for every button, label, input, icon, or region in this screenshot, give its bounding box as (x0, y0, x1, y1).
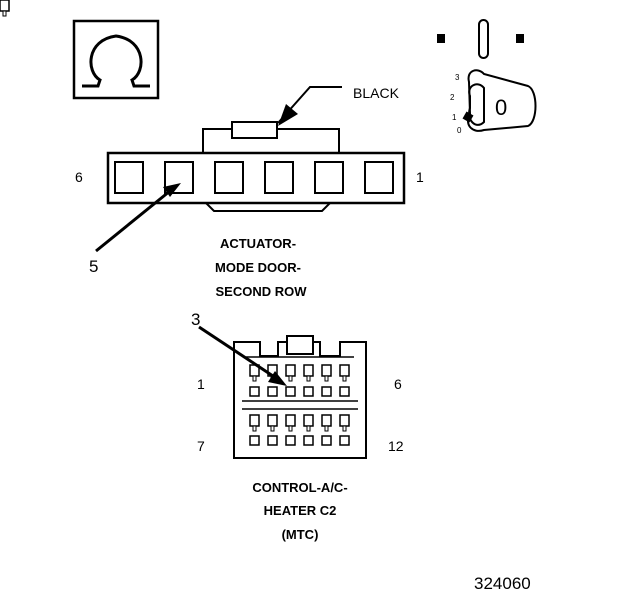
position-marker (462, 111, 474, 123)
wire-color-callout: BLACK (277, 85, 400, 126)
callout-3-number: 3 (191, 310, 200, 329)
ohmmeter-symbol (72, 19, 160, 100)
control-pin-label-12: 12 (388, 438, 404, 454)
callout-5-arrowhead (163, 183, 181, 197)
cavity-2 (314, 161, 344, 194)
control-title-line-1: CONTROL-A/C- (252, 480, 347, 495)
ignition-position-1: 1 (452, 113, 457, 122)
pin-label-right: 1 (416, 169, 424, 185)
connector-latch (231, 121, 278, 139)
control-pin-label-6: 6 (394, 376, 402, 392)
leader-arrowhead (278, 104, 298, 126)
control-title-line-2: HEATER C2 (264, 503, 337, 518)
control-pin-label-7: 7 (197, 438, 205, 454)
control-pin-label-1: 1 (197, 376, 205, 392)
cavity-1 (364, 161, 394, 194)
ohmmeter-box (72, 19, 160, 100)
ignition-slot (478, 19, 489, 59)
control-connector: 1 6 7 12 (0, 0, 404, 459)
pin-label-left: 6 (75, 169, 83, 185)
callout-3: 3 (191, 310, 287, 386)
ohm-icon (82, 34, 150, 88)
control-title-line-3: (MTC) (282, 527, 319, 542)
actuator-title-line-2: MODE DOOR- (215, 260, 301, 275)
key-label: 0 (495, 95, 507, 120)
connector-body (106, 151, 406, 205)
ignition-indicator-right (516, 34, 524, 43)
wire-color-label: BLACK (353, 85, 400, 101)
actuator-connector: 6 1 (75, 121, 424, 212)
callout-5-number: 5 (89, 257, 98, 276)
ignition-position-0: 0 (457, 126, 462, 135)
actuator-title: ACTUATOR- MODE DOOR- SECOND ROW (215, 236, 307, 299)
ignition-position-2: 2 (450, 93, 455, 102)
connector-bottom-lip (205, 202, 331, 212)
figure-number: 324060 (474, 574, 531, 593)
control-terminals-top (0, 0, 10, 17)
control-title: CONTROL-A/C- HEATER C2 (MTC) (252, 480, 347, 542)
cavity-3 (264, 161, 294, 194)
actuator-title-line-3: SECOND ROW (216, 284, 308, 299)
callout-5: 5 (89, 183, 181, 276)
callout-3-arrowhead (268, 371, 287, 386)
cavity-4 (214, 161, 244, 194)
ignition-position-3: 3 (455, 73, 460, 82)
actuator-title-line-1: ACTUATOR- (220, 236, 296, 251)
ignition-indicator-left (437, 34, 445, 43)
callout-3-line (198, 325, 277, 380)
cavity-6 (114, 161, 144, 194)
ignition-key-icon: 3 2 1 0 0 (437, 19, 537, 135)
callout-5-line (95, 189, 171, 253)
control-connector-latch (286, 335, 314, 355)
